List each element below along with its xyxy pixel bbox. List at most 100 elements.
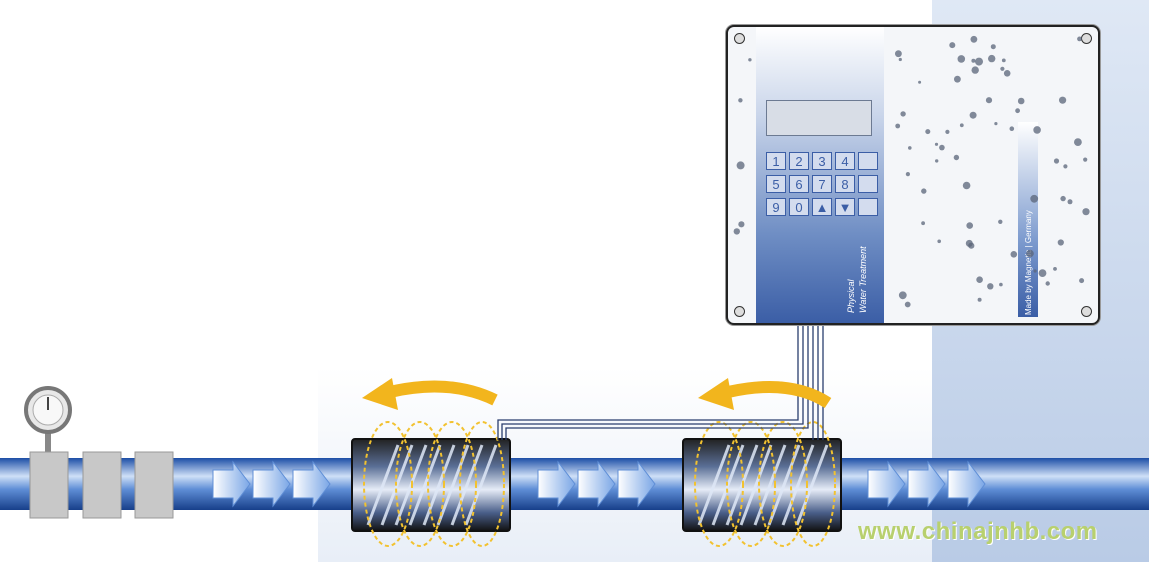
water-droplets (733, 35, 1090, 308)
droplet (1053, 158, 1060, 164)
droplet (1082, 208, 1090, 216)
droplet (1033, 269, 1037, 273)
droplet (736, 161, 745, 170)
droplet (908, 146, 912, 150)
droplet (904, 301, 911, 308)
keypad-key[interactable]: 6 (789, 175, 809, 193)
droplet (748, 58, 752, 62)
coil-left (351, 421, 511, 547)
droplet (985, 97, 993, 104)
droplet (921, 221, 925, 226)
droplet (898, 291, 907, 300)
keypad-key[interactable]: 9 (766, 198, 786, 216)
droplet (918, 80, 922, 84)
droplet (1009, 126, 1015, 131)
droplet (937, 239, 941, 244)
keypad-key[interactable]: 4 (835, 152, 855, 170)
droplet (954, 75, 961, 83)
droplet (970, 35, 978, 43)
droplet (971, 58, 976, 63)
pressure-gauge (24, 386, 72, 455)
keypad-key[interactable]: 2 (789, 152, 809, 170)
droplet (905, 172, 910, 177)
droplet (925, 129, 931, 135)
screw-icon (734, 33, 745, 44)
droplet (738, 221, 745, 228)
droplet (898, 57, 902, 62)
droplet (939, 144, 945, 151)
keypad-key[interactable]: 7 (812, 175, 832, 193)
field-direction-arrow (362, 378, 498, 410)
droplet (998, 219, 1003, 224)
droplet (988, 54, 996, 63)
droplet (957, 55, 966, 63)
keypad-key[interactable]: 1 (766, 152, 786, 170)
droplet (1003, 70, 1011, 77)
keypad-key[interactable]: 0 (789, 198, 809, 216)
droplet (733, 228, 740, 235)
controller-display (766, 100, 872, 136)
keypad-key[interactable] (858, 175, 878, 193)
keypad-key[interactable]: 8 (835, 175, 855, 193)
droplet (1083, 157, 1088, 162)
coil-right (682, 421, 842, 547)
droplet (921, 188, 927, 194)
droplet (895, 123, 901, 129)
controller-side-band (1018, 122, 1038, 317)
droplet (1033, 126, 1041, 134)
droplet (1038, 269, 1047, 277)
droplet (1067, 199, 1073, 205)
droplet (1017, 97, 1025, 105)
watermark: www.chinajnhb.com (858, 518, 1098, 545)
droplet (1026, 249, 1034, 258)
screw-icon (734, 306, 745, 317)
pipe-clamp (29, 451, 69, 519)
droplet (1079, 278, 1085, 284)
droplet (1045, 281, 1050, 286)
signal-cables (497, 321, 824, 440)
keypad-key[interactable] (858, 152, 878, 170)
droplet (977, 297, 982, 302)
droplet (953, 154, 960, 161)
droplet (962, 181, 971, 190)
droplet (949, 42, 956, 49)
droplet (900, 111, 906, 117)
droplet (1057, 239, 1064, 246)
droplet (945, 129, 950, 134)
keypad-key[interactable]: 3 (812, 152, 832, 170)
droplet (738, 98, 743, 103)
keypad-key[interactable] (858, 198, 878, 216)
droplet (999, 282, 1003, 287)
keypad-key[interactable]: ▼ (835, 198, 855, 216)
droplet (1059, 96, 1067, 104)
droplet (1060, 195, 1066, 202)
droplet (966, 222, 973, 229)
droplet (1030, 194, 1039, 203)
droplet (976, 276, 983, 283)
droplet (1063, 164, 1068, 169)
pipe-clamp (82, 451, 122, 519)
screw-icon (1081, 306, 1092, 317)
droplet (990, 44, 996, 50)
droplet (1053, 267, 1057, 271)
droplet (994, 122, 998, 126)
droplet (969, 111, 977, 119)
droplet (1015, 108, 1020, 114)
keypad-key[interactable]: ▲ (812, 198, 832, 216)
droplet (1001, 58, 1006, 63)
field-direction-arrow (698, 378, 832, 410)
flow-arrows (212, 460, 986, 508)
droplet (959, 123, 964, 128)
droplet (895, 50, 902, 58)
droplet (1077, 36, 1082, 42)
keypad-key[interactable]: 5 (766, 175, 786, 193)
droplet (1000, 66, 1005, 71)
droplet (987, 283, 994, 290)
droplet (935, 159, 939, 163)
droplet (1010, 251, 1018, 258)
droplet (1074, 138, 1082, 146)
droplet (971, 66, 979, 74)
